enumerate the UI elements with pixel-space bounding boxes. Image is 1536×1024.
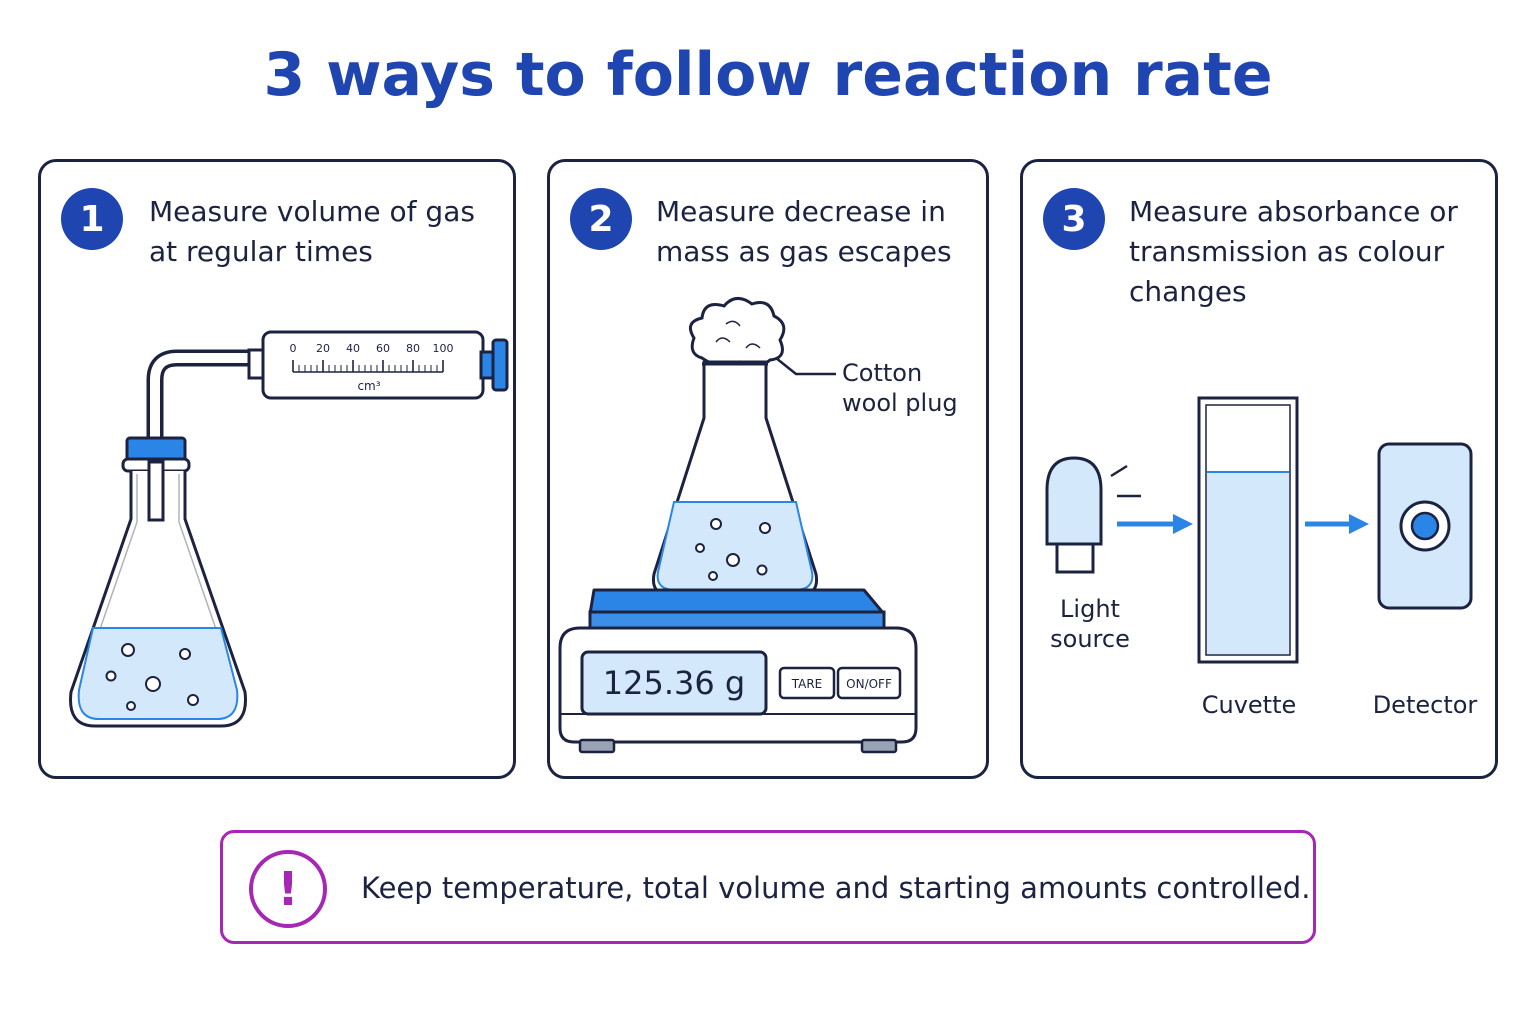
flask-liquid-2 bbox=[656, 501, 814, 591]
syringe-plunger bbox=[491, 338, 509, 392]
syringe-scale: 0 20 40 60 80 100 bbox=[290, 342, 454, 373]
step-number-3: 3 bbox=[1043, 188, 1105, 250]
detector-label: Detector bbox=[1372, 691, 1478, 719]
control-variables-note: ! Keep temperature, total volume and sta… bbox=[220, 830, 1316, 944]
note-text: Keep temperature, total volume and start… bbox=[361, 871, 1311, 905]
scale-label: 60 bbox=[376, 342, 390, 355]
onoff-button bbox=[836, 666, 902, 700]
balance-reading: 125.36 g bbox=[603, 664, 745, 702]
scale-label: 40 bbox=[346, 342, 360, 355]
page-title: 3 ways to follow reaction rate bbox=[263, 40, 1273, 110]
flask-liquid bbox=[77, 627, 239, 720]
detector-sensor bbox=[1410, 511, 1440, 541]
colorimeter-apparatus bbox=[1045, 396, 1473, 664]
tare-label: TARE bbox=[791, 677, 823, 691]
step-number-2: 2 bbox=[570, 188, 632, 250]
plug-leader-line bbox=[775, 357, 836, 376]
syringe-unit: cm³ bbox=[357, 379, 380, 393]
panel-colorimetry: 3 Measure absorbance or transmission as … bbox=[1020, 159, 1498, 779]
gas-bubbles-2 bbox=[695, 518, 771, 581]
tare-button bbox=[778, 666, 836, 700]
gas-syringe-apparatus: 0 20 40 60 80 100 cm³ bbox=[69, 330, 509, 728]
panel-2-heading: Measure decrease in mass as gas escapes bbox=[656, 195, 952, 268]
scale-label: 20 bbox=[316, 342, 330, 355]
gas-bubbles bbox=[105, 643, 199, 711]
scale-label: 0 bbox=[290, 342, 297, 355]
step-number-1: 1 bbox=[61, 188, 123, 250]
exclamation-icon: ! bbox=[249, 850, 327, 928]
panel-mass-loss: 2 Measure decrease in mass as gas escape… bbox=[547, 159, 989, 779]
light-source-label: Light source bbox=[1050, 595, 1130, 653]
panel-gas-volume: 1 Measure volume of gas at regular times… bbox=[38, 159, 516, 779]
balance-display bbox=[580, 650, 768, 716]
cuvette-liquid bbox=[1207, 472, 1289, 654]
scale-label: 80 bbox=[406, 342, 420, 355]
panel-1-heading: Measure volume of gas at regular times bbox=[149, 195, 475, 268]
plug-label: Cotton wool plug bbox=[842, 359, 958, 417]
cuvette-label: Cuvette bbox=[1201, 691, 1297, 719]
balance-pan bbox=[588, 588, 886, 616]
panel-3-heading: Measure absorbance or transmission as co… bbox=[1129, 195, 1458, 308]
balance-apparatus: 125.36 g TARE ON/OFF bbox=[558, 297, 918, 754]
light-source bbox=[1045, 456, 1103, 546]
cotton-wool-plug bbox=[688, 297, 786, 368]
scale-label: 100 bbox=[433, 342, 454, 355]
onoff-label: ON/OFF bbox=[846, 677, 892, 691]
